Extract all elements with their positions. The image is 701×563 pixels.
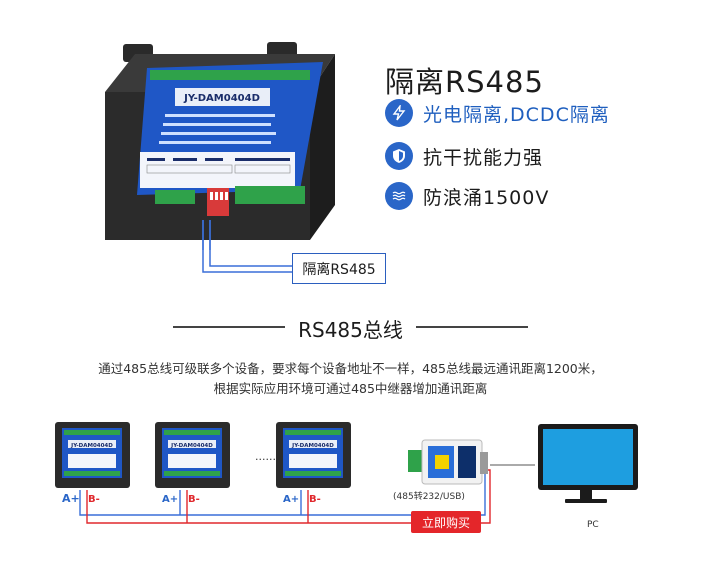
device-model-text: JY-DAM0404D: [170, 443, 213, 449]
shield-icon: [385, 142, 413, 170]
ellipsis-text: ......: [255, 450, 276, 463]
divider-right: [416, 326, 528, 328]
bus-device: JY-DAM0404D: [155, 422, 230, 488]
device-model-text: JY-DAM0404D: [291, 443, 334, 449]
b-minus-label: B-: [309, 494, 321, 505]
callout-lines: [202, 220, 295, 273]
feature-text: 光电隔离,DCDC隔离: [423, 103, 610, 126]
b-minus-label: B-: [188, 494, 200, 505]
section-title: RS485总线: [298, 318, 403, 342]
device-model-text: JY-DAM0404D: [70, 443, 113, 449]
feature-text: 抗干扰能力强: [423, 146, 544, 169]
pc-monitor-icon: [538, 424, 638, 503]
buy-now-button[interactable]: 立即购买: [411, 511, 481, 533]
bus-diagram: JY-DAM0404D JY-DAM0404D ...... JY-DAM040…: [55, 422, 638, 524]
converter-device: [408, 439, 488, 485]
a-plus-label: A+: [62, 492, 80, 505]
a-plus-label: A+: [162, 494, 178, 505]
feature-item: 抗干扰能力强: [385, 140, 543, 172]
divider-left: [173, 326, 285, 328]
waves-icon: [385, 182, 413, 210]
callout-label: 隔离RS485: [292, 253, 386, 284]
bus-device: JY-DAM0404D: [55, 422, 130, 488]
feature-item: 光电隔离,DCDC隔离: [385, 97, 610, 129]
converter-label: (485转232/USB): [393, 492, 465, 502]
a-plus-label: A+: [283, 494, 299, 505]
feature-text: 防浪涌1500V: [423, 186, 550, 209]
feature-item: 防浪涌1500V: [385, 180, 549, 212]
description-line: 根据实际应用环境可通过485中继器增加通讯距离: [213, 381, 488, 396]
description-line: 通过485总线可级联多个设备，要求每个设备地址不一样，485总线最远通讯距离12…: [98, 361, 603, 376]
pc-label: PC: [587, 520, 599, 530]
lightning-icon: [385, 99, 413, 127]
bus-device: JY-DAM0404D: [276, 422, 351, 488]
b-minus-label: B-: [88, 494, 100, 505]
device-model-text: JY-DAM0404D: [183, 93, 260, 104]
headline-title: 隔离RS485: [385, 65, 544, 99]
device-illustration: JY-DAM0404D: [105, 42, 335, 250]
